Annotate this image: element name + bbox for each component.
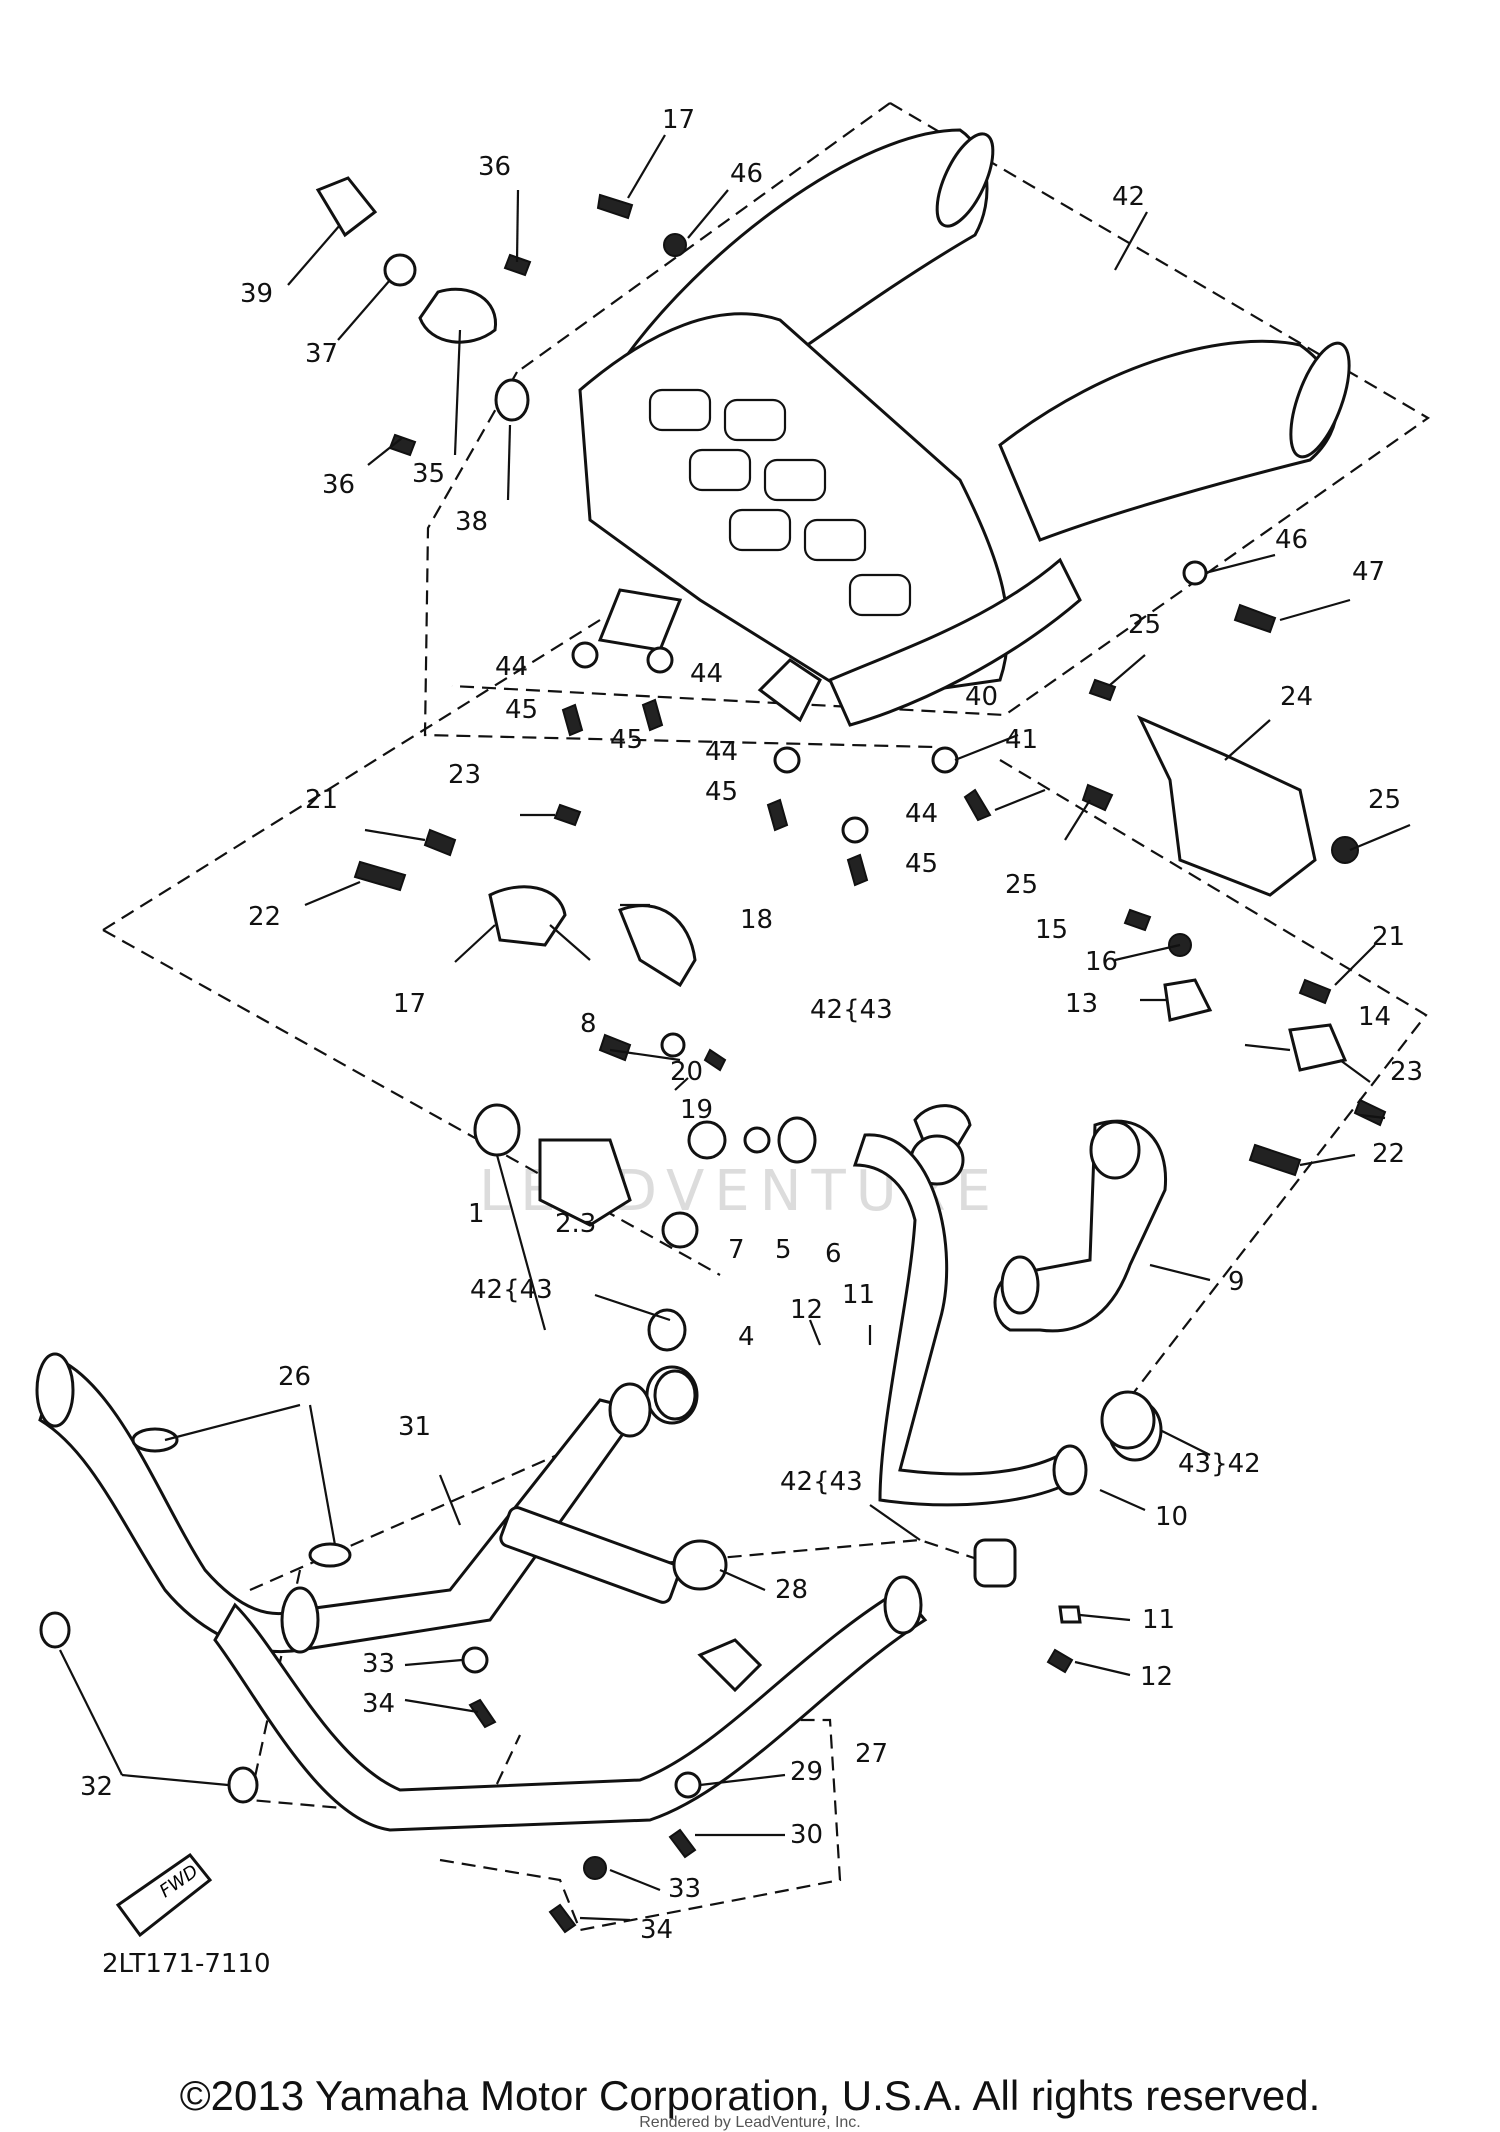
- callout-43-42: 43}42: [1178, 1449, 1261, 1479]
- callout-30: 30: [790, 1820, 823, 1850]
- copyright-notice: ©2013 Yamaha Motor Corporation, U.S.A. A…: [179, 2072, 1321, 2119]
- exhaust-pipes-27-31: [35, 1352, 1156, 1934]
- callout-42: 42: [1112, 182, 1145, 212]
- front-pipe-parts: [353, 803, 1387, 1352]
- callout-38: 38: [455, 507, 488, 537]
- mounting-bracket-parts: [315, 176, 1359, 897]
- callout-34: 34: [362, 1689, 395, 1719]
- callout-45: 45: [505, 695, 538, 725]
- callout-15: 15: [1035, 915, 1068, 945]
- drawing-code: 2LT171-7110: [102, 1949, 271, 1979]
- callout-11: 11: [842, 1280, 875, 1310]
- leader-lines: [59, 134, 1411, 1922]
- callout-36: 36: [322, 470, 355, 500]
- callout-26: 26: [278, 1362, 311, 1392]
- callout-10: 10: [1155, 1502, 1188, 1532]
- callout-45: 45: [610, 725, 643, 755]
- callout-21: 21: [305, 785, 338, 815]
- callout-46: 46: [1275, 525, 1308, 555]
- callout-45: 45: [705, 777, 738, 807]
- callout-25: 25: [1368, 785, 1401, 815]
- callout-42-43: 42{43: [470, 1275, 553, 1305]
- callout-14: 14: [1358, 1002, 1391, 1032]
- rendered-by-note: Rendered by LeadVenture, Inc.: [639, 2114, 861, 2131]
- callout-34: 34: [640, 1915, 673, 1945]
- callout-45: 45: [905, 849, 938, 879]
- fwd-arrow-icon: FWD: [115, 1852, 213, 1938]
- callout-33: 33: [362, 1649, 395, 1679]
- callout-35: 35: [412, 459, 445, 489]
- callout-29: 29: [790, 1757, 823, 1787]
- exhaust-parts-diagram: LEADVENTURE: [35, 102, 1431, 1979]
- callout-42-43: 42{43: [810, 995, 893, 1025]
- callout-28: 28: [775, 1575, 808, 1605]
- callout-16: 16: [1085, 947, 1118, 977]
- callout-22: 22: [248, 902, 281, 932]
- callout-24: 24: [1280, 682, 1313, 712]
- callout-46: 46: [730, 159, 763, 189]
- callout-17-top: 17: [662, 105, 695, 135]
- muffler-assembly: [578, 128, 1351, 727]
- callout-37: 37: [305, 339, 338, 369]
- callout-47: 47: [1352, 557, 1385, 587]
- callout-44: 44: [495, 652, 528, 682]
- callout-labels: 17 46 36 42 39 37 36 35 38 46 47 25 44 4…: [80, 105, 1423, 1945]
- callout-23: 23: [1390, 1057, 1423, 1087]
- callout-13: 13: [1065, 989, 1098, 1019]
- callout-1: 1: [468, 1199, 485, 1229]
- callout-2-3: 2.3: [555, 1209, 596, 1239]
- callout-41: 41: [1005, 725, 1038, 755]
- callout-22: 22: [1372, 1139, 1405, 1169]
- assembly-boundaries: [102, 102, 1431, 1932]
- callout-6: 6: [825, 1239, 842, 1269]
- callout-32: 32: [80, 1772, 113, 1802]
- callout-44: 44: [705, 737, 738, 767]
- callout-31: 31: [398, 1412, 431, 1442]
- callout-23: 23: [448, 760, 481, 790]
- callout-12: 12: [1140, 1662, 1173, 1692]
- callout-19: 19: [680, 1095, 713, 1125]
- callout-9: 9: [1228, 1267, 1245, 1297]
- callout-42-43: 42{43: [780, 1467, 863, 1497]
- callout-12: 12: [790, 1295, 823, 1325]
- callout-25: 25: [1005, 870, 1038, 900]
- callout-8: 8: [580, 1009, 597, 1039]
- callout-11: 11: [1142, 1605, 1175, 1635]
- callout-25: 25: [1128, 610, 1161, 640]
- callout-7: 7: [728, 1235, 745, 1265]
- callout-20: 20: [670, 1057, 703, 1087]
- callout-44: 44: [905, 799, 938, 829]
- callout-4: 4: [738, 1322, 755, 1352]
- callout-36: 36: [478, 152, 511, 182]
- callout-44: 44: [690, 659, 723, 689]
- callout-33: 33: [668, 1874, 701, 1904]
- callout-27: 27: [855, 1739, 888, 1769]
- callout-21: 21: [1372, 922, 1405, 952]
- callout-40: 40: [965, 682, 998, 712]
- callout-18: 18: [740, 905, 773, 935]
- callout-39: 39: [240, 279, 273, 309]
- callout-17: 17: [393, 989, 426, 1019]
- callout-5: 5: [775, 1235, 792, 1265]
